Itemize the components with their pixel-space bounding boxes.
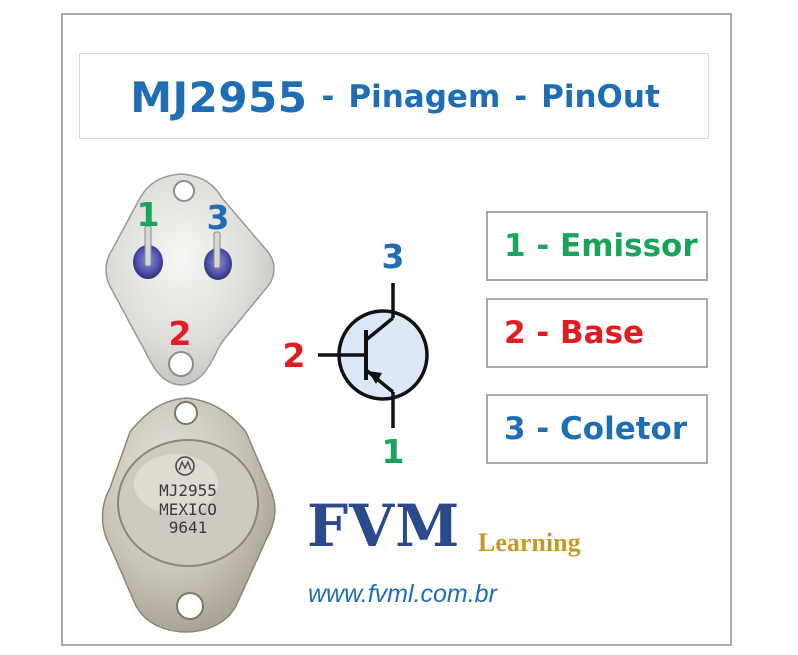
package-bottom-body (105, 173, 275, 386)
title-pinout: PinOut (541, 79, 660, 115)
website-link[interactable]: www.fvml.com.br (308, 580, 497, 608)
package-pin3-label: 3 (207, 198, 230, 237)
symbol-emitter-label: 1 (382, 432, 405, 471)
can-dome-highlight (134, 454, 218, 514)
pin1-lead (144, 225, 152, 267)
manufacturer-logo (175, 456, 195, 476)
title-pinagem: Pinagem (348, 79, 501, 115)
mount-hole-bottom (168, 351, 194, 377)
logo-mark (178, 460, 192, 471)
symbol-collector-label: 3 (382, 237, 405, 276)
legend-collector: 3 - Coletor (486, 394, 708, 464)
legend-emitter: 1 - Emissor (486, 211, 708, 281)
transistor-symbol: 3 2 1 (283, 237, 429, 471)
symbol-base-label: 2 (283, 336, 306, 375)
collector-line (364, 316, 395, 342)
chip-marking-line1: MJ2955 (159, 481, 217, 500)
title-separator: - (321, 79, 335, 115)
pin3-lead (213, 231, 221, 269)
legend-base: 2 - Base (486, 298, 708, 368)
page-title: MJ2955 - Pinagem - PinOut (80, 54, 710, 140)
brand-logo: FVM (307, 492, 461, 560)
package-pin1-label: 1 (137, 195, 160, 234)
package-pin2-label: 2 (169, 314, 192, 353)
mount-hole-top (173, 180, 195, 202)
title-box: MJ2955 - Pinagem - PinOut (79, 53, 709, 139)
part-number: MJ2955 (130, 72, 308, 122)
can-mount-hole-bottom (176, 592, 204, 620)
chip-marking-line3: 9641 (169, 518, 208, 537)
package-bottom-view: 1 3 2 (105, 173, 275, 386)
chip-marking-line2: MEXICO (159, 500, 217, 519)
brand-tagline: Learning (478, 528, 581, 557)
package-top-view: MJ2955 MEXICO 9641 (101, 397, 276, 633)
emitter-arrow (368, 371, 382, 384)
can-mount-hole-top (174, 401, 198, 425)
title-separator: - (514, 79, 528, 115)
